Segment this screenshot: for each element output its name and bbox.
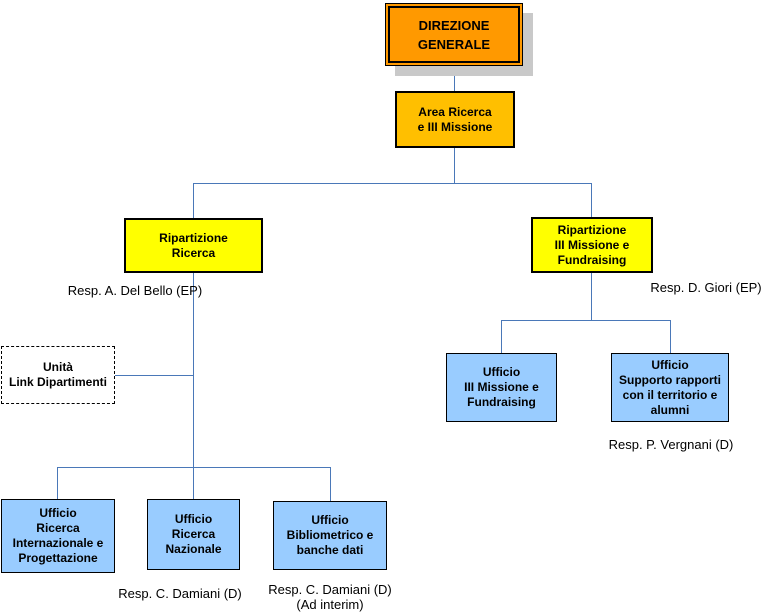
node-area-ricerca: Area Ricerca e III Missione [395,91,515,148]
node-ripartizione-ricerca: Ripartizione Ricerca [124,218,263,273]
connector-rip-missione-down [591,273,592,320]
node-ufficio-supporto-rapporti: Ufficio Supporto rapporti con il territo… [611,353,729,422]
resp-label-giori: Resp. D. Giori (EP) [650,280,762,295]
connector-to-rip-missione [591,183,592,217]
connector-to-rip-ricerca [193,183,194,218]
connector-unita-link [115,375,193,376]
resp-label-damiani: Resp. C. Damiani (D) [118,586,242,601]
connector-level4-horizontal [57,467,331,468]
node-direzione-generale: DIREZIONE GENERALE [385,3,523,66]
connector-to-uff-supporto [670,320,671,353]
connector-to-uff-missione [501,320,502,353]
connector-area-down [454,148,455,184]
connector-level2-horizontal [193,183,592,184]
connector-rip-ricerca-down [193,273,194,499]
node-ripartizione-iii-missione: Ripartizione III Missione e Fundraising [531,217,653,273]
node-ufficio-ricerca-nazionale: Ufficio Ricerca Nazionale [147,499,240,570]
node-unita-link-dipartimenti: Unità Link Dipartimenti [1,346,115,404]
connector-to-uff-int [57,467,58,499]
node-ufficio-bibliometrico: Ufficio Bibliometrico e banche dati [273,501,387,570]
resp-label-damiani-ad-interim: Resp. C. Damiani (D) (Ad interim) [268,582,392,612]
resp-label-vergnani: Resp. P. Vergnani (D) [608,437,734,452]
node-ufficio-ricerca-internazionale: Ufficio Ricerca Internazionale e Progett… [1,499,115,573]
connector-level3-horizontal [501,320,670,321]
connector-to-uff-biblio [330,467,331,501]
node-ufficio-iii-missione: Ufficio III Missione e Fundraising [446,353,557,422]
connector-root-to-area [454,66,455,91]
resp-label-del-bello: Resp. A. Del Bello (EP) [67,283,203,298]
node-direzione-generale-label: DIREZIONE GENERALE [388,6,520,63]
